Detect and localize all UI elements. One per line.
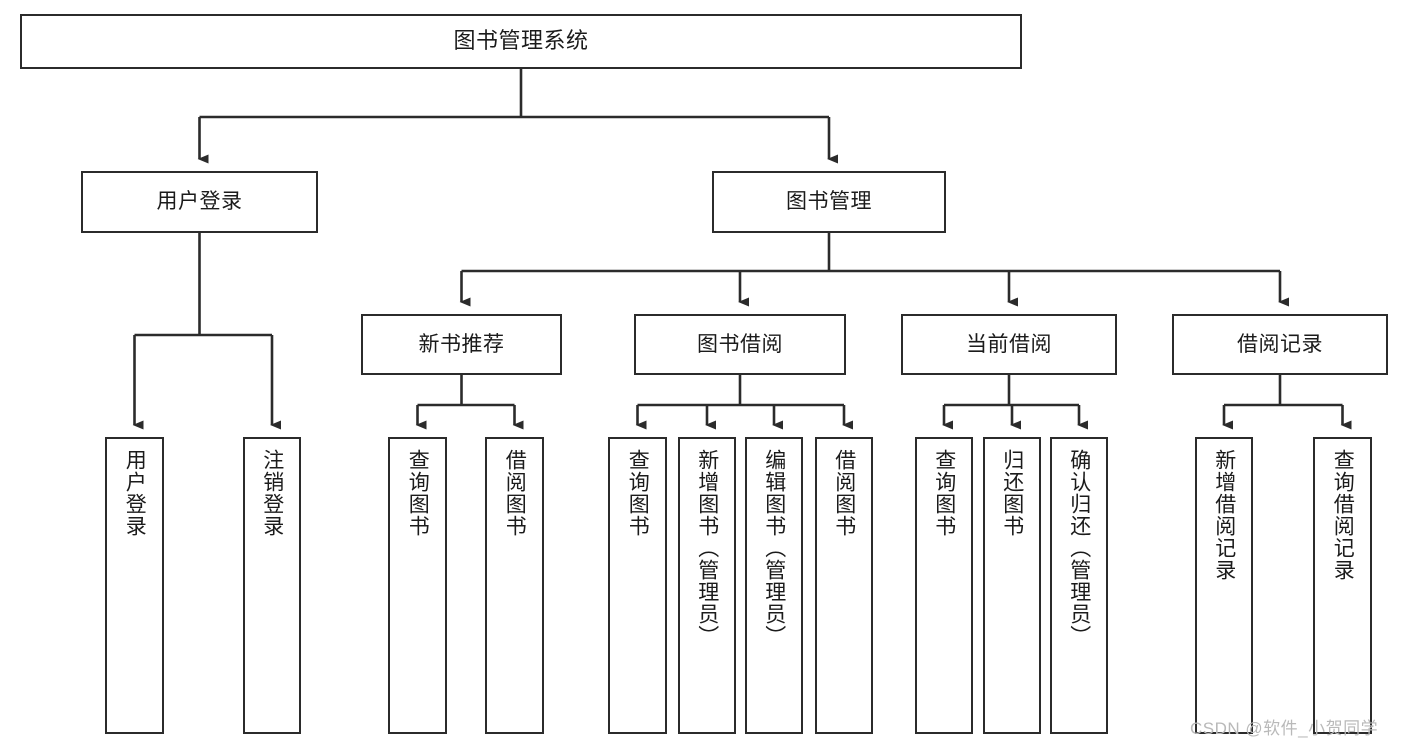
node-leaf-add-borrow-record[interactable]: 新增借阅记录 bbox=[1195, 437, 1253, 734]
node-label: 图书管理系统 bbox=[453, 28, 589, 54]
node-leaf-query-book-current[interactable]: 查询图书 bbox=[915, 437, 973, 734]
node-current-borrow[interactable]: 当前借阅 bbox=[901, 314, 1117, 375]
node-label: 查询借阅记录 bbox=[1331, 449, 1355, 581]
node-label: 图书借阅 bbox=[697, 332, 783, 356]
node-label: 确认归还（管理员） bbox=[1067, 449, 1091, 647]
node-label: 查询图书 bbox=[406, 449, 430, 537]
node-root-book-management-system[interactable]: 图书管理系统 bbox=[20, 14, 1022, 69]
node-leaf-borrow-book-recommend[interactable]: 借阅图书 bbox=[485, 437, 544, 734]
node-new-book-recommend[interactable]: 新书推荐 bbox=[361, 314, 562, 375]
node-label: 归还图书 bbox=[1000, 449, 1024, 537]
node-book-borrow[interactable]: 图书借阅 bbox=[634, 314, 846, 375]
node-label: 用户登录 bbox=[123, 449, 147, 537]
node-label: 查询图书 bbox=[626, 449, 650, 537]
node-label: 借阅图书 bbox=[832, 449, 856, 537]
node-book-management[interactable]: 图书管理 bbox=[712, 171, 946, 233]
node-leaf-query-borrow-record[interactable]: 查询借阅记录 bbox=[1313, 437, 1372, 734]
node-label: 借阅图书 bbox=[503, 449, 527, 537]
node-leaf-borrow-book[interactable]: 借阅图书 bbox=[815, 437, 873, 734]
node-label: 当前借阅 bbox=[966, 332, 1052, 356]
node-leaf-user-login[interactable]: 用户登录 bbox=[105, 437, 164, 734]
node-leaf-query-book[interactable]: 查询图书 bbox=[608, 437, 667, 734]
node-label: 注销登录 bbox=[260, 449, 284, 537]
node-label: 编辑图书（管理员） bbox=[762, 449, 786, 647]
node-leaf-query-book-recommend[interactable]: 查询图书 bbox=[388, 437, 447, 734]
csdn-watermark: CSDN @软件_小贺同学 bbox=[1190, 719, 1379, 738]
node-label: 查询图书 bbox=[932, 449, 956, 537]
node-user-login[interactable]: 用户登录 bbox=[81, 171, 318, 233]
node-label: 借阅记录 bbox=[1237, 332, 1323, 356]
node-label: 用户登录 bbox=[156, 190, 243, 214]
node-label: 新增借阅记录 bbox=[1212, 449, 1236, 581]
node-leaf-logout[interactable]: 注销登录 bbox=[243, 437, 301, 734]
node-leaf-return-book[interactable]: 归还图书 bbox=[983, 437, 1041, 734]
node-borrow-record[interactable]: 借阅记录 bbox=[1172, 314, 1388, 375]
node-leaf-edit-book-admin[interactable]: 编辑图书（管理员） bbox=[745, 437, 803, 734]
node-leaf-add-book-admin[interactable]: 新增图书（管理员） bbox=[678, 437, 736, 734]
node-label: 新书推荐 bbox=[418, 332, 505, 356]
node-label: 新增图书（管理员） bbox=[695, 449, 719, 647]
node-leaf-confirm-return-admin[interactable]: 确认归还（管理员） bbox=[1050, 437, 1108, 734]
node-label: 图书管理 bbox=[786, 190, 872, 214]
